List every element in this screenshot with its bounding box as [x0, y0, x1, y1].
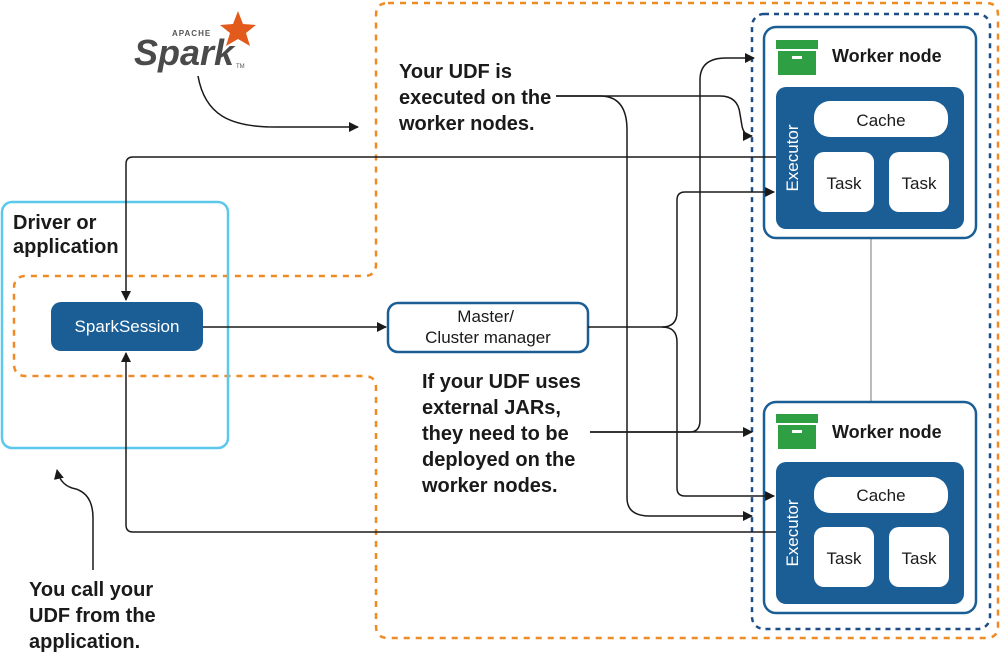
sparksession-label: SparkSession	[75, 317, 180, 336]
master-label: Master/ Cluster manager	[425, 307, 551, 347]
driver-title: Driver or application	[13, 212, 119, 258]
note-you-call: You call your UDF from the application.	[29, 579, 161, 653]
task-1b	[889, 152, 949, 212]
executor-label-2: Executor	[783, 499, 802, 566]
executor-label-1: Executor	[783, 124, 802, 191]
note-external-jars: If your UDF uses external JARs, they nee…	[421, 371, 586, 497]
worker-node-1: Worker node Executor Cache Task Task	[762, 25, 978, 240]
cache-1	[814, 101, 948, 137]
worker-title-2: Worker node	[832, 422, 942, 442]
sparksession-box[interactable]	[51, 302, 203, 351]
arrow-master-to-exec1	[588, 187, 775, 328]
logo-spark-text: Spark	[134, 32, 236, 73]
spark-logo: APACHE Spark TM	[134, 11, 256, 73]
arrow-call-to-driver	[54, 469, 94, 570]
logo-apache-text: APACHE	[172, 29, 211, 38]
task-label-1b: Task	[902, 174, 937, 193]
cache-label-2: Cache	[856, 486, 905, 505]
task-label-1a: Task	[827, 174, 862, 193]
task-label-2b: Task	[902, 549, 937, 568]
worker-title-1: Worker node	[832, 46, 942, 66]
arrow-udf-to-exec2	[556, 95, 753, 521]
note-udf-executed: Your UDF is executed on the worker nodes…	[398, 61, 557, 135]
driver-box	[0, 200, 230, 450]
spark-star-icon	[220, 11, 256, 46]
logo-tm: TM	[236, 64, 245, 70]
task-2b	[889, 527, 949, 587]
task-1a	[814, 152, 874, 212]
arrow-exec1-to-session	[121, 156, 776, 301]
cache-2	[814, 477, 948, 513]
cache-label-1: Cache	[856, 111, 905, 130]
task-2a	[814, 527, 874, 587]
server-icon	[776, 414, 818, 449]
arrow-master-to-exec2	[661, 326, 775, 501]
server-icon	[776, 40, 818, 75]
worker-cluster-boundary	[750, 12, 992, 631]
arrow-udf-to-exec1	[556, 95, 753, 141]
task-label-2a: Task	[827, 549, 862, 568]
arrow-exec2-to-session	[121, 352, 776, 533]
worker-node-2: Worker node Executor Cache Task Task	[762, 400, 978, 615]
arrow-spark-to-cluster	[197, 75, 359, 132]
arrow-jars-to-worker1	[590, 53, 755, 433]
